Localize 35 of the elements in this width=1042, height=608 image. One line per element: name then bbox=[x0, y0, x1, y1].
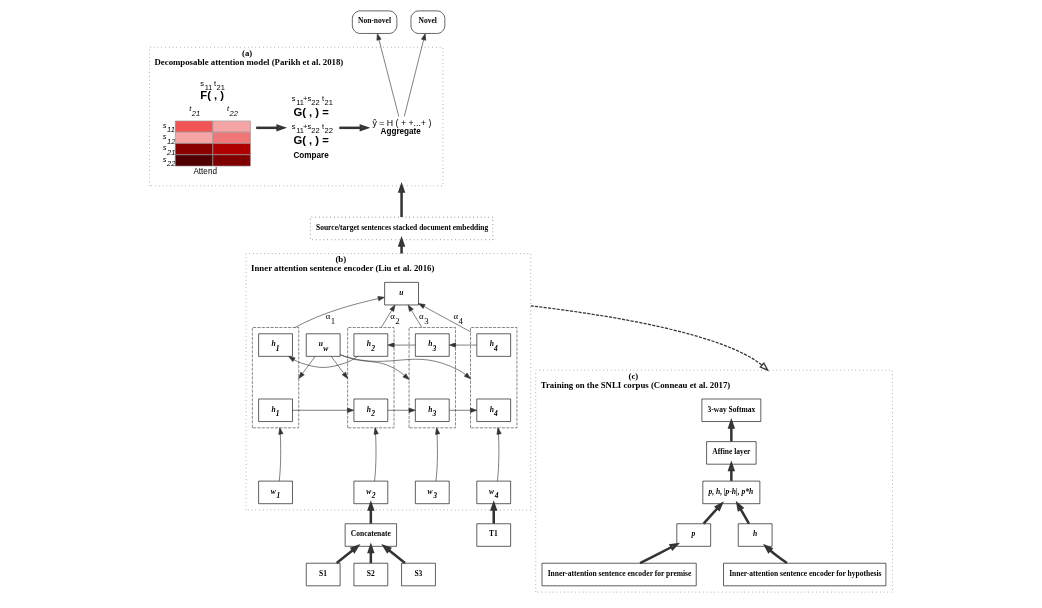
arrow bbox=[489, 500, 498, 524]
arrow bbox=[373, 427, 379, 482]
arrow bbox=[387, 342, 416, 348]
arrow bbox=[763, 543, 788, 565]
arrow bbox=[256, 124, 288, 132]
arrow bbox=[397, 235, 406, 254]
arrow bbox=[335, 544, 361, 565]
arrow bbox=[449, 342, 478, 348]
arrow bbox=[702, 501, 724, 525]
arrow bbox=[380, 304, 396, 328]
arrow bbox=[339, 354, 410, 380]
arrow bbox=[294, 296, 385, 328]
arrow bbox=[339, 354, 471, 379]
arrow bbox=[403, 33, 427, 117]
arrow bbox=[418, 303, 471, 333]
arrow bbox=[278, 427, 284, 482]
arrow bbox=[435, 427, 441, 482]
cluster bbox=[252, 327, 300, 429]
arrow bbox=[496, 427, 502, 482]
arrow bbox=[387, 407, 416, 413]
arrow bbox=[530, 305, 770, 372]
arrow bbox=[397, 182, 406, 217]
arrow bbox=[727, 460, 736, 481]
arrow bbox=[735, 500, 750, 525]
arrow bbox=[639, 542, 681, 565]
arrow bbox=[376, 33, 400, 117]
arrow bbox=[407, 304, 423, 328]
arrow bbox=[727, 418, 736, 442]
arrow bbox=[288, 356, 359, 368]
arrow bbox=[292, 407, 354, 413]
arrow bbox=[330, 356, 348, 379]
arrow bbox=[298, 356, 316, 379]
arrow bbox=[381, 544, 406, 565]
arrow bbox=[339, 124, 371, 132]
arrow bbox=[449, 407, 478, 413]
